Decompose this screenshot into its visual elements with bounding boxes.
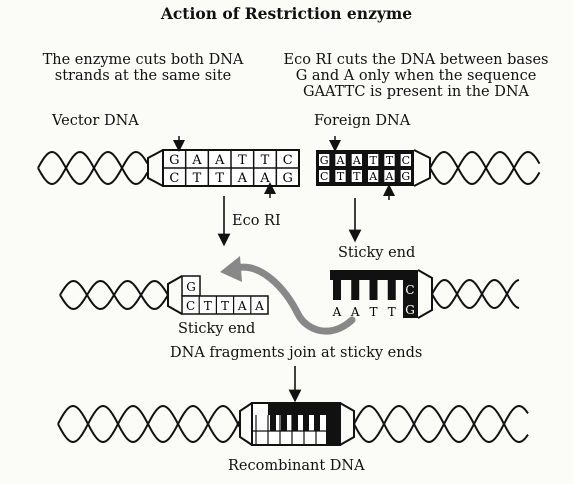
left-fragment-base: T — [221, 299, 229, 313]
foreign-fragment-helix — [431, 278, 520, 310]
foreign-top-base: G — [320, 154, 329, 167]
foreign-top-base: A — [352, 154, 362, 167]
label-sticky-end-right: Sticky end — [338, 245, 416, 261]
label-eco-ri: Eco RI — [232, 213, 281, 229]
right-fragment-base: A — [350, 305, 360, 319]
foreign-top-base: C — [402, 154, 410, 167]
left-fragment-base: T — [204, 299, 212, 313]
label-sticky-end-left: Sticky end — [178, 321, 256, 337]
foreign-bottom-base: T — [337, 170, 345, 183]
note-ecori-cut-rule: Eco RI cuts the DNA between bases G and … — [266, 52, 566, 101]
diagram-title: Action of Restriction enzyme — [160, 4, 413, 23]
foreign-dna-helix — [429, 150, 541, 186]
note-enzyme-cuts-both-strands: The enzyme cuts both DNA strands at the … — [28, 52, 258, 84]
foreign-bottom-base: A — [368, 170, 378, 183]
left-fragment-base: A — [237, 299, 247, 313]
label-foreign-dna: Foreign DNA — [314, 113, 411, 129]
foreign-bottom-base: G — [401, 170, 410, 183]
label-recombinant-dna: Recombinant DNA — [228, 458, 365, 474]
vector-dna-helix — [37, 150, 149, 186]
right-fragment-base: A — [332, 305, 342, 319]
foreign-bottom-base: A — [385, 170, 395, 183]
right-fragment-base: T — [388, 305, 396, 319]
vector-bottom-base: C — [169, 171, 179, 186]
vector-bottom-base: T — [193, 171, 202, 186]
recombinant-junction — [239, 402, 355, 446]
label-vector-dna: Vector DNA — [52, 113, 139, 129]
label-fragments-join: DNA fragments join at sticky ends — [170, 345, 423, 361]
note-left-line-1: The enzyme cuts both DNA — [42, 52, 244, 68]
foreign-top-base: T — [386, 154, 394, 167]
vector-top-base: G — [169, 153, 179, 168]
right-fragment-end-bottom: G — [405, 303, 415, 317]
note-right-line-3: GAATTC is present in the DNA — [302, 84, 530, 101]
note-left-line-2: strands at the same site — [54, 68, 232, 85]
recombinant-left-helix — [57, 404, 241, 444]
vector-top-base: T — [238, 153, 247, 168]
join-arrow — [220, 256, 356, 335]
cut-site-arrows — [173, 136, 395, 200]
left-fragment-g: G — [186, 280, 196, 294]
process-arrows — [217, 196, 362, 403]
foreign-top-base: A — [336, 154, 346, 167]
left-fragment-base: C — [186, 299, 195, 313]
vector-top-base: C — [283, 153, 293, 168]
vector-top-base: A — [191, 153, 202, 168]
foreign-top-base: T — [369, 154, 377, 167]
right-fragment-base: T — [369, 305, 377, 319]
recombinant-right-helix — [353, 404, 529, 444]
vector-bottom-base: A — [237, 171, 248, 186]
right-fragment-end-top: C — [405, 283, 414, 297]
vector-top-base: T — [261, 153, 270, 168]
vector-fragment-helix — [59, 279, 169, 311]
note-right-line-1: Eco RI cuts the DNA between bases — [283, 52, 549, 68]
foreign-bottom-base: C — [320, 170, 328, 183]
vector-top-base: A — [214, 153, 225, 168]
vector-bottom-base: G — [282, 171, 292, 186]
vector-bottom-base: T — [215, 171, 224, 186]
note-right-line-2: G and A only when the sequence — [295, 68, 537, 85]
left-fragment-base: A — [254, 299, 264, 313]
vector-bottom-base: A — [259, 171, 270, 186]
foreign-bottom-base: T — [353, 170, 361, 183]
